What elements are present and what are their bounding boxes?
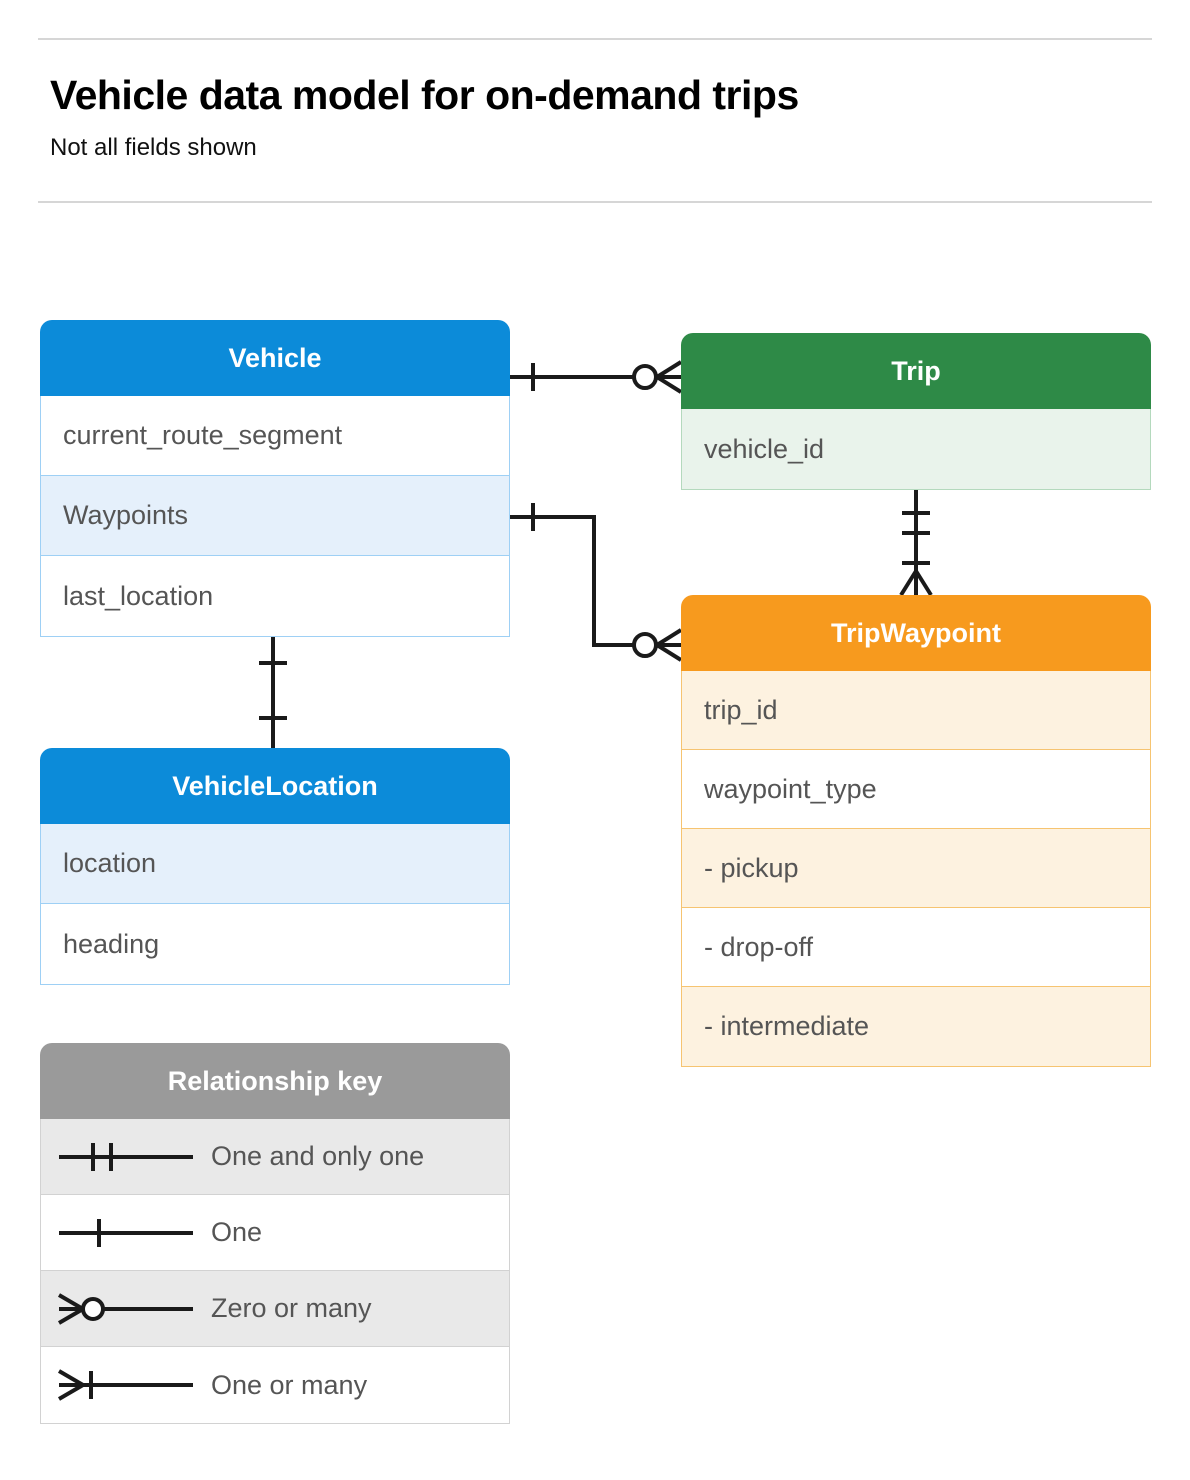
field-row[interactable]: - pickup xyxy=(682,829,1150,908)
entity-vehiclelocation-title: VehicleLocation xyxy=(40,748,510,824)
field-row[interactable]: trip_id xyxy=(682,671,1150,750)
entity-vehicle[interactable]: Vehicle current_route_segment Waypoints … xyxy=(40,320,510,637)
field-row[interactable]: current_route_segment xyxy=(41,396,509,476)
entity-trip[interactable]: Trip vehicle_id xyxy=(681,333,1151,490)
relationship-key-legend: Relationship key One and only one xyxy=(40,1043,510,1424)
field-row[interactable]: heading xyxy=(41,904,509,984)
field-row[interactable]: waypoint_type xyxy=(682,750,1150,829)
field-row[interactable]: - intermediate xyxy=(682,987,1150,1066)
field-row[interactable]: location xyxy=(41,824,509,904)
one-or-many-icon xyxy=(41,1365,211,1405)
entity-vehicle-fields: current_route_segment Waypoints last_loc… xyxy=(40,396,510,637)
connector-waypoints-tripwaypoint xyxy=(510,503,683,662)
entity-vehiclelocation-fields: location heading xyxy=(40,824,510,985)
legend-item-label: One xyxy=(211,1217,263,1247)
entity-vehicle-title: Vehicle xyxy=(40,320,510,396)
legend-rows: One and only one One xyxy=(40,1119,510,1424)
connector-vehicle-vehiclelocation xyxy=(259,637,287,748)
legend-item-label: Zero or many xyxy=(211,1293,372,1323)
connector-vehicle-trip xyxy=(510,360,683,394)
entity-vehiclelocation[interactable]: VehicleLocation location heading xyxy=(40,748,510,985)
field-row[interactable]: last_location xyxy=(41,556,509,636)
one-and-only-one-icon xyxy=(41,1137,211,1177)
legend-item-one: One xyxy=(41,1195,509,1271)
entity-tripwaypoint[interactable]: TripWaypoint trip_id waypoint_type - pic… xyxy=(681,595,1151,1067)
legend-item-label: One and only one xyxy=(211,1141,425,1171)
entity-trip-title: Trip xyxy=(681,333,1151,409)
legend-item-zero-or-many: Zero or many xyxy=(41,1271,509,1347)
page-subtitle: Not all fields shown xyxy=(50,134,257,161)
field-row[interactable]: - drop-off xyxy=(682,908,1150,987)
field-row[interactable]: vehicle_id xyxy=(682,409,1150,489)
legend-title: Relationship key xyxy=(40,1043,510,1119)
legend-item-label: One or many xyxy=(211,1369,368,1400)
entity-trip-fields: vehicle_id xyxy=(681,409,1151,490)
connector-trip-tripwaypoint xyxy=(899,489,933,597)
field-row[interactable]: Waypoints xyxy=(41,476,509,556)
entity-tripwaypoint-fields: trip_id waypoint_type - pickup - drop-of… xyxy=(681,671,1151,1067)
legend-item-one-or-many: One or many xyxy=(41,1347,509,1423)
one-icon xyxy=(41,1213,211,1253)
page-title: Vehicle data model for on-demand trips xyxy=(50,72,799,118)
top-divider xyxy=(38,38,1152,40)
zero-or-many-icon xyxy=(41,1289,211,1329)
legend-item-one-and-only-one: One and only one xyxy=(41,1119,509,1195)
entity-tripwaypoint-title: TripWaypoint xyxy=(681,595,1151,671)
bottom-divider xyxy=(38,201,1152,203)
